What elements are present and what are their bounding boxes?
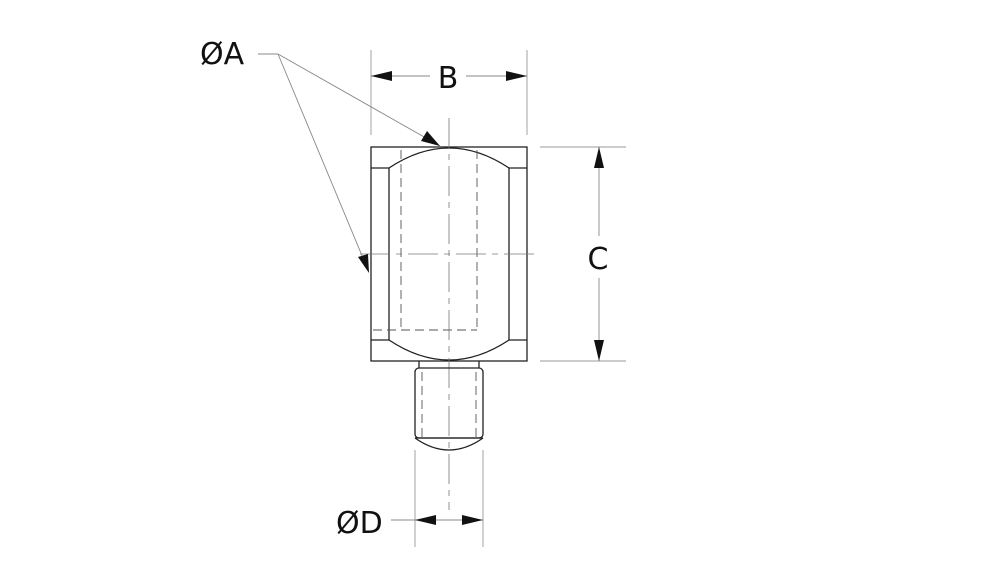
label-d: ØD xyxy=(336,506,383,541)
centerlines xyxy=(360,118,540,510)
dimension-d: ØD xyxy=(336,450,484,547)
threaded-stud xyxy=(414,361,484,451)
hidden-lines xyxy=(373,150,478,331)
dimension-c: C xyxy=(540,146,626,362)
dimension-b: B xyxy=(370,50,528,135)
label-a: ØA xyxy=(200,37,245,72)
dimension-a: ØA xyxy=(200,37,441,273)
label-b: B xyxy=(438,61,459,96)
label-c: C xyxy=(588,242,609,277)
